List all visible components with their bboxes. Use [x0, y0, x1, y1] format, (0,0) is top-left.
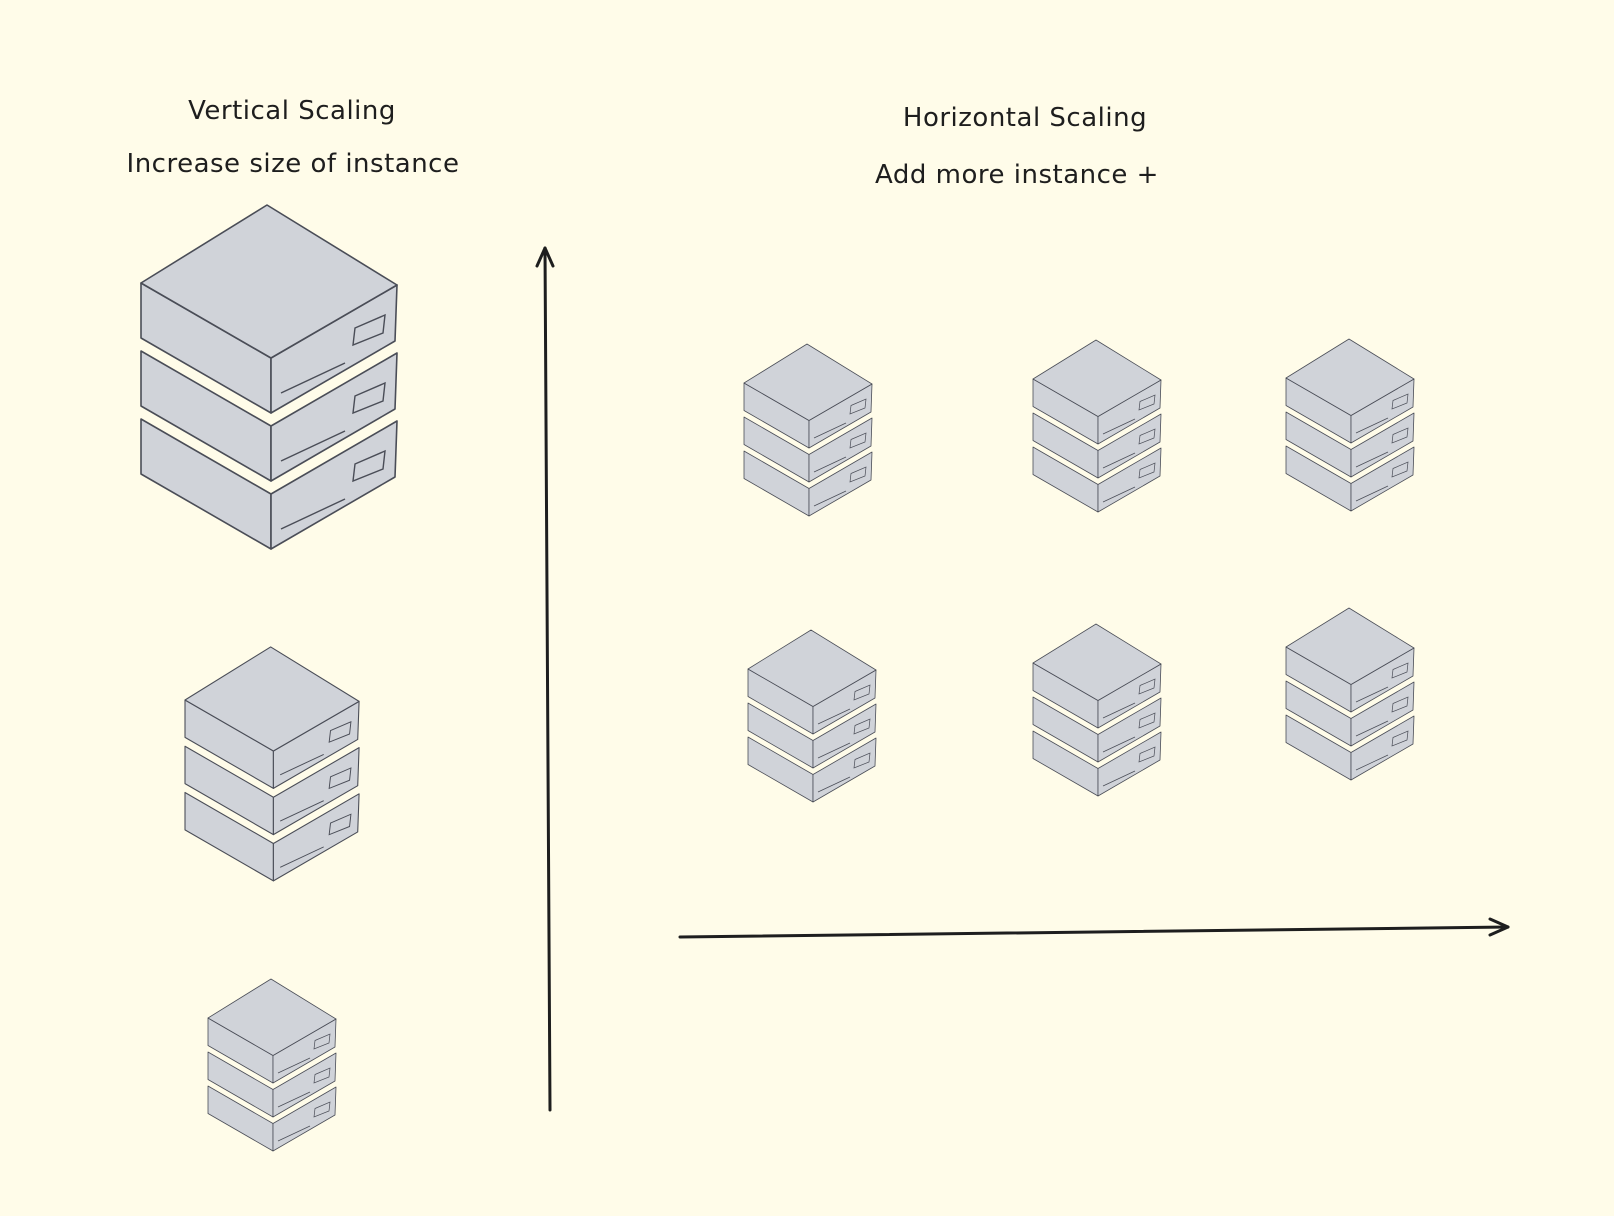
server-unit — [1285, 445, 1415, 512]
server-unit — [207, 1051, 337, 1118]
horizontal-scaling-title: Horizontal Scaling — [902, 103, 1148, 133]
server-unit — [1032, 730, 1162, 797]
server-unit — [140, 350, 398, 482]
server-stack-instance — [1285, 607, 1415, 781]
server-unit — [747, 629, 877, 735]
server-unit — [1032, 623, 1162, 729]
server-unit — [743, 450, 873, 517]
vertical-axis-arrow — [535, 246, 555, 1112]
server-unit — [184, 791, 360, 882]
server-unit — [1285, 411, 1415, 478]
server-unit — [1032, 339, 1162, 445]
server-unit — [1285, 607, 1415, 713]
server-unit — [1032, 696, 1162, 763]
server-unit — [1032, 446, 1162, 513]
server-unit — [184, 646, 360, 789]
server-unit — [207, 978, 337, 1084]
server-stack-large — [140, 204, 398, 550]
server-stack-small — [207, 978, 337, 1152]
horizontal-scaling-subtitle: Add more instance + — [875, 160, 1159, 190]
server-unit — [184, 745, 360, 836]
server-stack-instance — [1032, 623, 1162, 797]
server-unit — [1032, 412, 1162, 479]
server-stack-instance — [1285, 338, 1415, 512]
server-unit — [743, 416, 873, 483]
vertical-scaling-subtitle: Increase size of instance — [126, 149, 460, 179]
horizontal-axis-arrow — [678, 917, 1510, 939]
server-stack-medium — [184, 646, 360, 882]
server-unit — [1285, 338, 1415, 444]
server-unit — [743, 343, 873, 449]
server-stack-instance — [743, 343, 873, 517]
server-unit — [747, 736, 877, 803]
server-stack-instance — [747, 629, 877, 803]
server-unit — [207, 1085, 337, 1152]
server-unit — [1285, 714, 1415, 781]
vertical-scaling-title: Vertical Scaling — [188, 96, 396, 126]
server-unit — [747, 702, 877, 769]
server-unit — [140, 418, 398, 550]
server-unit — [1285, 680, 1415, 747]
vertical-servers — [140, 204, 398, 1152]
server-unit — [140, 204, 398, 414]
server-stack-instance — [1032, 339, 1162, 513]
horizontal-servers — [743, 338, 1415, 803]
